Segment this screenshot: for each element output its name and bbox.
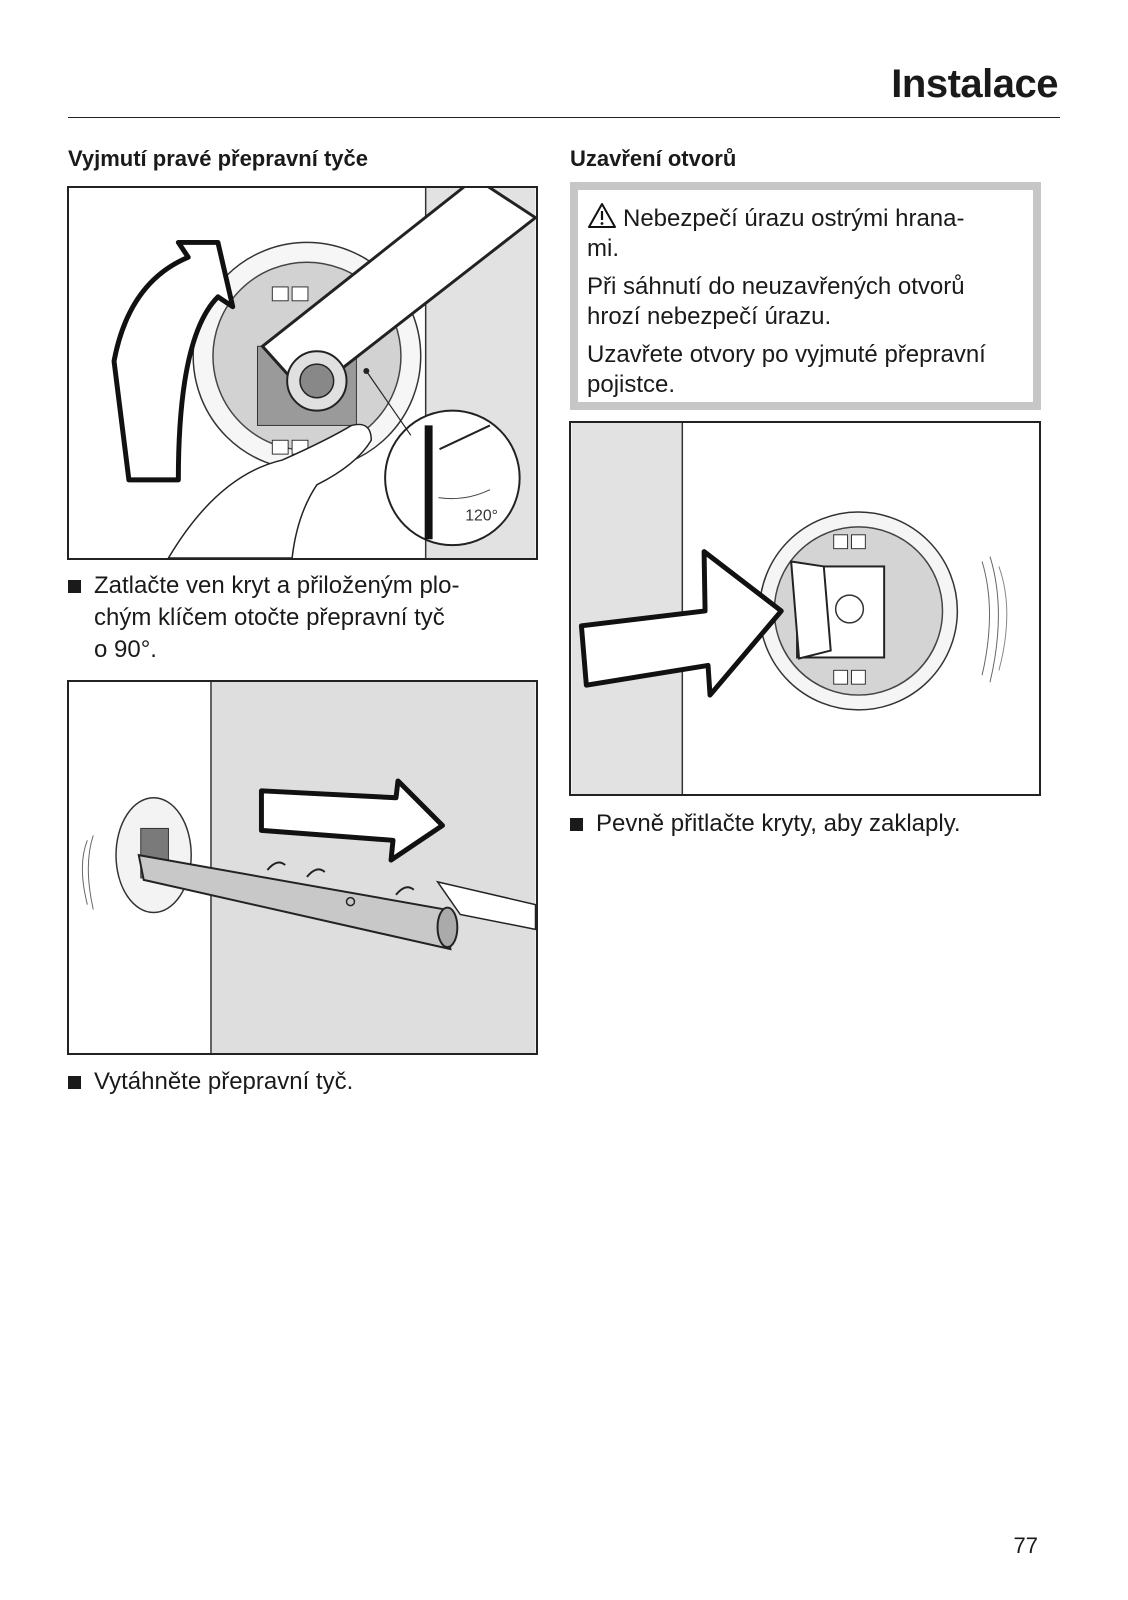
left-step-2: Vytáhněte přepravní tyč.: [68, 1066, 554, 1098]
figure-close-openings: [569, 421, 1041, 796]
right-section-heading: Uzavření otvorů: [570, 146, 736, 172]
left-step-1: Zatlačte ven kryt a přiloženým plo- chým…: [68, 570, 554, 666]
step-1-line-3: o 90°.: [94, 634, 554, 666]
warning-line-1b: mi.: [587, 235, 619, 262]
bullet-square: [68, 580, 81, 593]
page-number: 77: [1014, 1533, 1038, 1559]
right-step-text: Pevně přitlačte kryty, aby zaklaply.: [596, 808, 1066, 840]
warning-triangle-icon: [587, 202, 617, 229]
warning-line-1: Nebezpečí úrazu ostrými hrana-: [623, 205, 964, 232]
step-1-line-1: Zatlačte ven kryt a přiloženým plo-: [94, 570, 554, 602]
angle-label: 120°: [465, 507, 498, 524]
warning-line-3a: Uzavřete otvory po vyjmuté přepravní: [587, 341, 986, 368]
bullet-square: [570, 818, 583, 831]
step-2-text: Vytáhněte přepravní tyč.: [94, 1066, 554, 1098]
page-header-title: Instalace: [891, 62, 1058, 107]
bullet-square: [68, 1076, 81, 1089]
warning-line-2a: Při sáhnutí do neuzavřených otvorů: [587, 273, 965, 300]
figure-pull-out-transport-rod: [67, 680, 538, 1055]
step-1-line-2: chým klíčem otočte přepravní tyč: [94, 602, 554, 634]
warning-box: Nebezpečí úrazu ostrými hrana- mi. Při s…: [570, 182, 1041, 410]
left-section-heading: Vyjmutí pravé přepravní tyče: [68, 146, 368, 172]
header-rule: [68, 117, 1060, 118]
warning-line-3b: pojistce.: [587, 371, 675, 398]
warning-line-2b: hrozí nebezpečí úrazu.: [587, 303, 831, 330]
right-step-1: Pevně přitlačte kryty, aby zaklaply.: [570, 808, 1066, 840]
figure-rotate-transport-rod: 120°: [67, 186, 538, 560]
